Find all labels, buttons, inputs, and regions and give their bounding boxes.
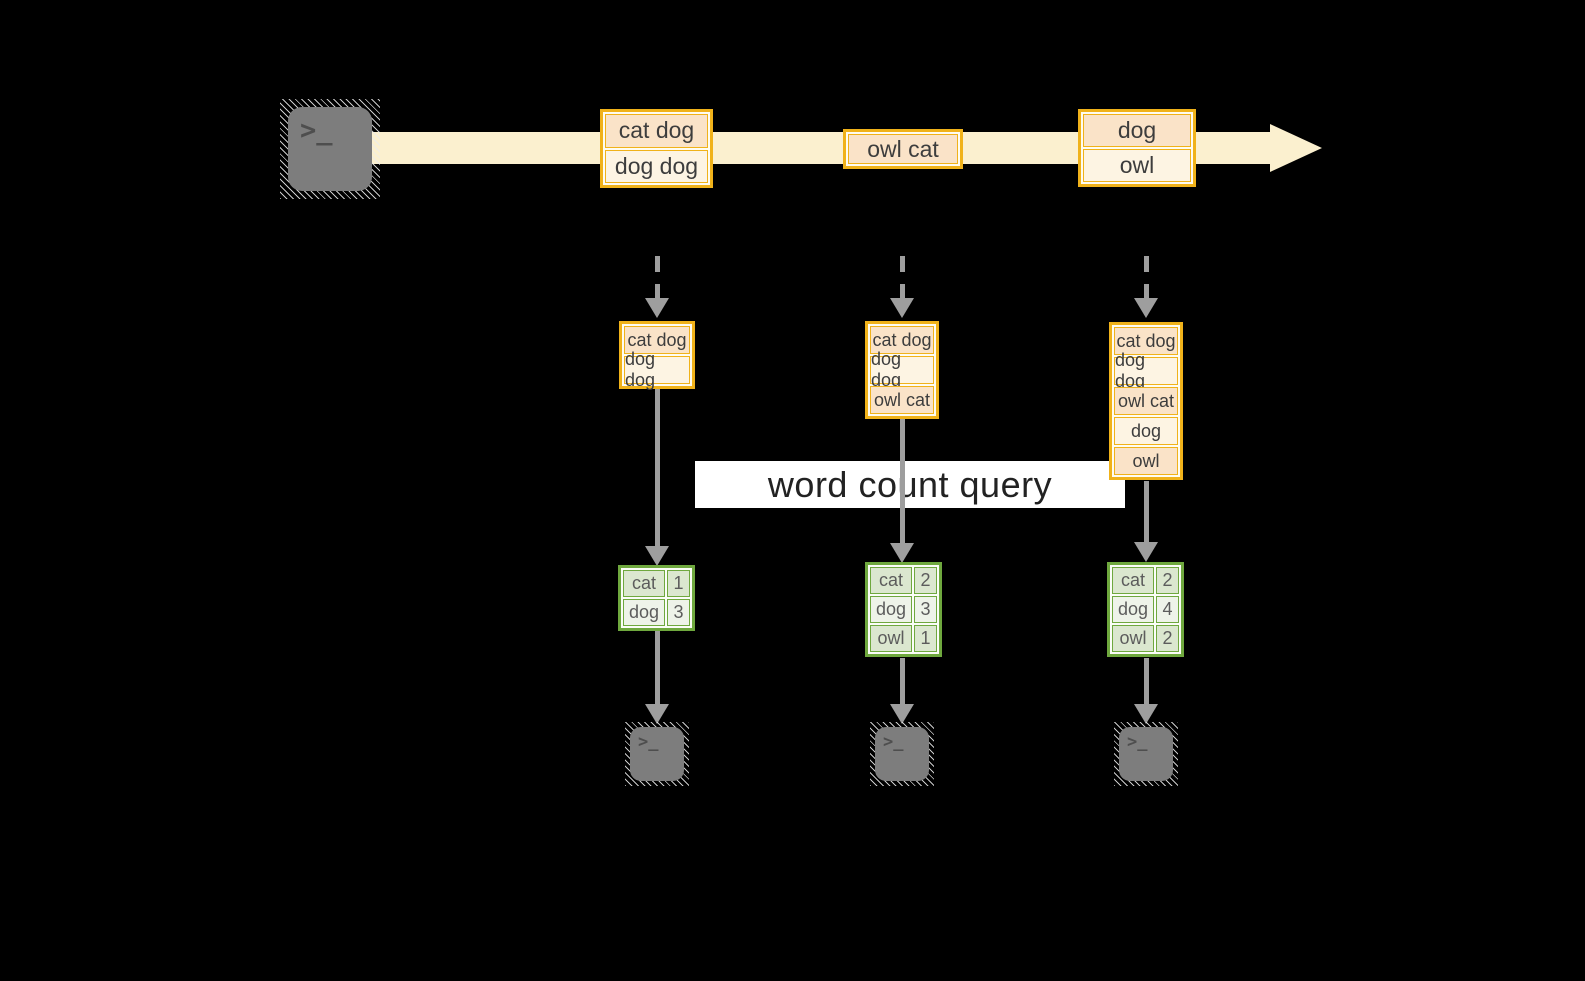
stream-batch-2: owl cat [843, 129, 963, 169]
dashed-arrow-1 [655, 256, 660, 298]
flow-arrow-3 [1144, 481, 1149, 542]
terminal-body: >_ [288, 107, 372, 191]
count-row: owl 1 [870, 625, 937, 652]
stream-batch-1: cat dog dog dog [600, 109, 713, 188]
window-buffer-1: cat dog dog dog [619, 321, 695, 390]
count-row: cat 1 [623, 570, 690, 597]
dashed-arrow-1-head [645, 298, 669, 318]
count-value-cell: 2 [1156, 567, 1179, 594]
dashed-arrow-3 [1144, 256, 1149, 298]
window-record: owl cat [870, 386, 934, 414]
terminal-body: >_ [1119, 727, 1173, 781]
count-word-cell: owl [1112, 625, 1154, 652]
window-record: cat dog [1114, 327, 1178, 355]
count-row: dog 3 [870, 596, 937, 623]
dashed-arrow-2-head [890, 298, 914, 318]
window-record: cat dog [624, 326, 690, 354]
sink-terminal-icon-3: >_ [1114, 722, 1178, 786]
terminal-prompt-glyph: >_ [883, 732, 904, 752]
source-terminal-icon: >_ [280, 99, 380, 199]
window-record: cat dog [870, 326, 934, 354]
stream-record: owl [1083, 149, 1191, 182]
window-record: owl [1114, 447, 1178, 475]
count-value-cell: 3 [667, 599, 690, 626]
window-buffer-2: cat dog dog dog owl cat [865, 321, 939, 419]
flow-arrow-2-head [890, 543, 914, 563]
count-word-cell: cat [623, 570, 665, 597]
count-table-1: cat 1 dog 3 [618, 565, 695, 631]
count-table-3: cat 2 dog 4 owl 2 [1107, 562, 1184, 657]
window-record: dog dog [1114, 350, 1178, 391]
window-record: dog [1114, 417, 1178, 445]
stream-record: dog [1083, 114, 1191, 147]
count-value-cell: 4 [1156, 596, 1179, 623]
sink-terminal-icon-2: >_ [870, 722, 934, 786]
sink-terminal-icon-1: >_ [625, 722, 689, 786]
count-row: dog 4 [1112, 596, 1179, 623]
count-row: owl 2 [1112, 625, 1179, 652]
sink-arrow-1-head [645, 704, 669, 724]
window-record: dog dog [870, 349, 934, 390]
query-label: word count query [695, 461, 1125, 508]
stream-arrow-head [1270, 124, 1322, 172]
sink-arrow-2 [900, 658, 905, 704]
terminal-body: >_ [630, 727, 684, 781]
sink-arrow-2-head [890, 704, 914, 724]
stream-batch-3: dog owl [1078, 109, 1196, 187]
dashed-arrow-2 [900, 256, 905, 298]
dashed-arrow-3-head [1134, 298, 1158, 318]
count-value-cell: 1 [667, 570, 690, 597]
terminal-prompt-glyph: >_ [1127, 732, 1148, 752]
flow-arrow-2 [900, 416, 905, 544]
window-record: owl cat [1114, 387, 1178, 415]
terminal-prompt-glyph: >_ [638, 732, 659, 752]
count-word-cell: dog [870, 596, 912, 623]
count-row: dog 3 [623, 599, 690, 626]
count-row: cat 2 [1112, 567, 1179, 594]
count-value-cell: 1 [914, 625, 937, 652]
count-word-cell: cat [1112, 567, 1154, 594]
count-word-cell: dog [623, 599, 665, 626]
count-word-cell: owl [870, 625, 912, 652]
terminal-prompt-glyph: >_ [300, 115, 333, 146]
flow-arrow-3-head [1134, 542, 1158, 562]
sink-arrow-1 [655, 631, 660, 704]
sink-arrow-3-head [1134, 704, 1158, 724]
stream-record: owl cat [848, 134, 958, 164]
count-value-cell: 2 [1156, 625, 1179, 652]
terminal-body: >_ [875, 727, 929, 781]
flow-arrow-1-head [645, 546, 669, 566]
window-buffer-3: cat dog dog dog owl cat dog owl [1109, 322, 1183, 480]
count-value-cell: 2 [914, 567, 937, 594]
flow-arrow-1 [655, 384, 660, 546]
count-row: cat 2 [870, 567, 937, 594]
count-word-cell: cat [870, 567, 912, 594]
count-table-2: cat 2 dog 3 owl 1 [865, 562, 942, 657]
stream-record: dog dog [605, 149, 708, 183]
count-value-cell: 3 [914, 596, 937, 623]
stream-record: cat dog [605, 114, 708, 148]
sink-arrow-3 [1144, 658, 1149, 704]
count-word-cell: dog [1112, 596, 1154, 623]
window-record: dog dog [624, 349, 690, 390]
